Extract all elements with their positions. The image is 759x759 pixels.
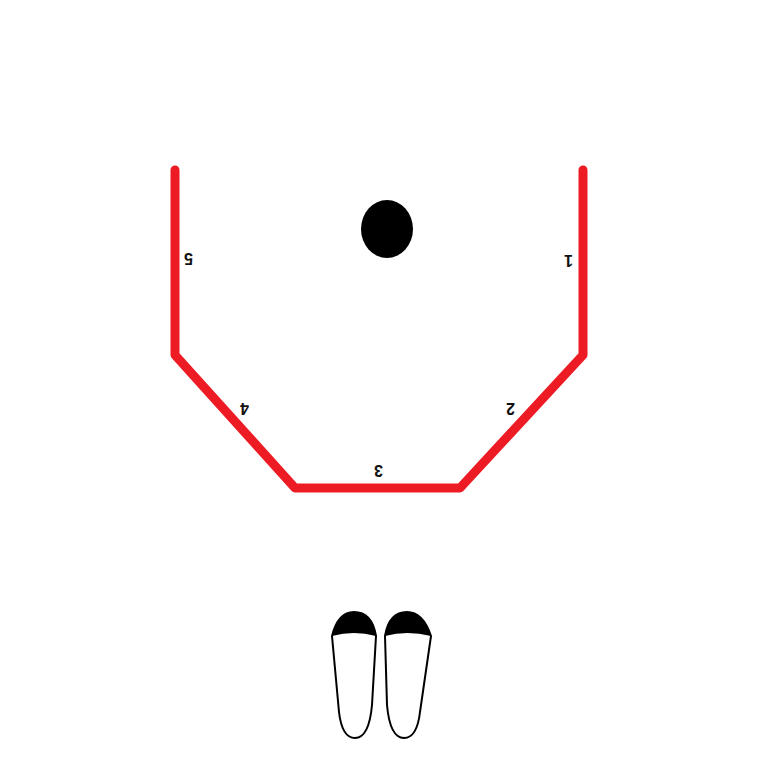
callout-number: 4: [240, 400, 249, 416]
callout-number: 5: [184, 250, 193, 266]
callout-number: 2: [506, 400, 515, 416]
right-shoe: [385, 612, 431, 738]
callout-number: 1: [564, 252, 573, 268]
ball: [361, 200, 413, 258]
callout-number: 3: [374, 462, 383, 478]
red-boundary: [175, 170, 583, 488]
left-shoe: [332, 612, 376, 738]
